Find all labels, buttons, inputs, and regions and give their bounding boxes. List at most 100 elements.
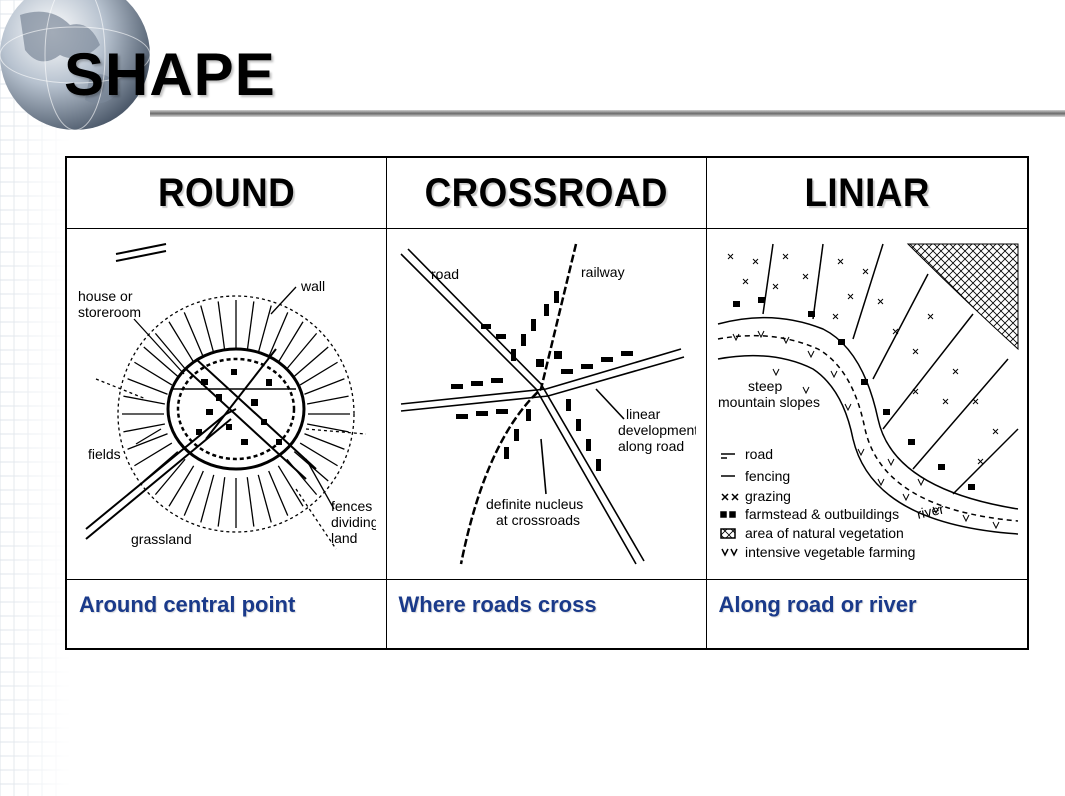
diagram-cell-round: house or storeroom wall fields grassland… <box>65 228 387 580</box>
page-title: SHAPE <box>64 41 276 108</box>
field-line <box>183 312 205 358</box>
field-line <box>127 433 169 450</box>
header-cell-liniar: LINIAR <box>705 156 1029 229</box>
vegetable-farming-mark <box>917 478 925 487</box>
shape-description: Around central point <box>79 592 296 617</box>
field-line <box>307 423 349 433</box>
grazing-mark <box>912 388 919 395</box>
field-line <box>134 442 173 467</box>
description-cell-crossroad: Where roads cross <box>385 579 707 650</box>
column-header: LINIAR <box>804 170 930 215</box>
field-line <box>300 442 339 467</box>
legend-vegetable-farming: intensive vegetable farming <box>745 544 915 560</box>
column-header: CROSSROAD <box>424 170 668 215</box>
field-line <box>304 378 345 395</box>
vegetable-farming-mark <box>962 514 970 523</box>
legend-grazing: grazing <box>745 488 791 504</box>
legend-farmstead: farmstead & outbuildings <box>745 506 899 522</box>
label-railway: railway <box>581 264 625 280</box>
vegetable-farming-mark <box>844 403 852 412</box>
field-line <box>155 332 186 370</box>
header-cell-crossroad: CROSSROAD <box>385 156 707 229</box>
legend-fencing: fencing <box>745 468 790 484</box>
grazing-mark <box>862 268 869 275</box>
field-line <box>200 474 215 523</box>
field-line <box>278 321 304 363</box>
grazing-mark <box>942 398 949 405</box>
header-cell-round: ROUND <box>65 156 387 229</box>
field-line <box>257 474 273 523</box>
field-line <box>127 378 169 395</box>
vegetable-farming-mark <box>807 350 815 359</box>
label-steep-1: steep <box>748 378 782 394</box>
linear-settlement-diagram: steep mountain slopes river road fencing <box>717 243 1019 560</box>
grazing-mark <box>832 313 839 320</box>
field-line <box>294 346 329 377</box>
diagram-row: house or storeroom wall fields grassland… <box>65 228 1029 580</box>
vegetable-farming-mark <box>887 458 895 467</box>
grazing-mark <box>892 328 899 335</box>
grazing-mark <box>912 348 919 355</box>
description-cell-liniar: Along road or river <box>705 579 1029 650</box>
grazing-mark <box>877 298 884 305</box>
title-underline <box>150 110 1065 117</box>
vegetable-farming-mark <box>902 493 910 502</box>
grazing-mark <box>752 258 759 265</box>
description-cell-round: Around central point <box>65 579 387 650</box>
label-fences-1: fences <box>331 498 372 514</box>
label-nucleus-1: definite nucleus <box>486 496 583 512</box>
label-river: river <box>915 501 945 522</box>
vegetable-farming-mark <box>992 521 1000 530</box>
label-grassland: grassland <box>131 531 192 547</box>
grazing-mark <box>727 253 734 260</box>
field-line <box>268 470 289 516</box>
field-line <box>123 395 166 405</box>
vegetable-farming-mark <box>772 368 780 377</box>
field-line <box>134 361 173 386</box>
label-fences-3: land <box>331 530 357 546</box>
legend-natural-vegetation: area of natural vegetation <box>745 525 904 541</box>
header-row: ROUND CROSSROAD LINIAR <box>65 156 1029 229</box>
map-legend: road fencing grazing farmstead & outbuil… <box>720 446 915 560</box>
vegetable-farming-mark <box>732 333 740 342</box>
vegetable-farming-mark <box>757 330 765 339</box>
field-line <box>246 301 255 351</box>
label-road: road <box>431 266 459 282</box>
label-fields: fields <box>88 446 121 462</box>
grazing-mark <box>802 273 809 280</box>
field-line <box>123 423 166 433</box>
grazing-mark <box>837 258 844 265</box>
vegetable-farming-mark <box>877 478 885 487</box>
field-line <box>155 458 186 496</box>
grazing-mark <box>782 253 789 260</box>
grazing-mark <box>847 293 854 300</box>
label-steep-2: mountain slopes <box>718 394 820 410</box>
vegetable-farming-mark <box>782 336 790 345</box>
vegetable-farming-mark <box>802 386 810 395</box>
field-line <box>307 395 349 405</box>
field-line <box>200 305 215 354</box>
field-line <box>268 312 289 358</box>
field-line <box>286 332 318 370</box>
label-house-1: house or <box>78 288 133 304</box>
shape-description: Where roads cross <box>398 592 597 617</box>
grazing-mark <box>742 278 749 285</box>
label-linear-3: along road <box>618 438 684 454</box>
field-line <box>168 465 195 507</box>
field-line <box>304 433 345 450</box>
field-line <box>300 361 339 386</box>
field-line <box>294 451 329 482</box>
shape-description: Along road or river <box>718 592 917 617</box>
settlement-shape-table: ROUND CROSSROAD LINIAR <box>65 156 1029 650</box>
column-header: ROUND <box>157 170 295 215</box>
field-line <box>246 477 255 527</box>
round-settlement-diagram: house or storeroom wall fields grassland… <box>78 243 376 550</box>
vegetable-farming-mark <box>932 506 940 515</box>
diagram-cell-liniar: steep mountain slopes river road fencing <box>705 228 1029 580</box>
field-line <box>168 321 195 363</box>
label-fences-2: dividing <box>331 514 376 530</box>
field-line <box>257 305 273 354</box>
vegetable-farming-mark <box>857 448 865 457</box>
field-line <box>217 301 226 351</box>
diagram-cell-crossroad: road railway linear development along ro… <box>385 228 707 580</box>
